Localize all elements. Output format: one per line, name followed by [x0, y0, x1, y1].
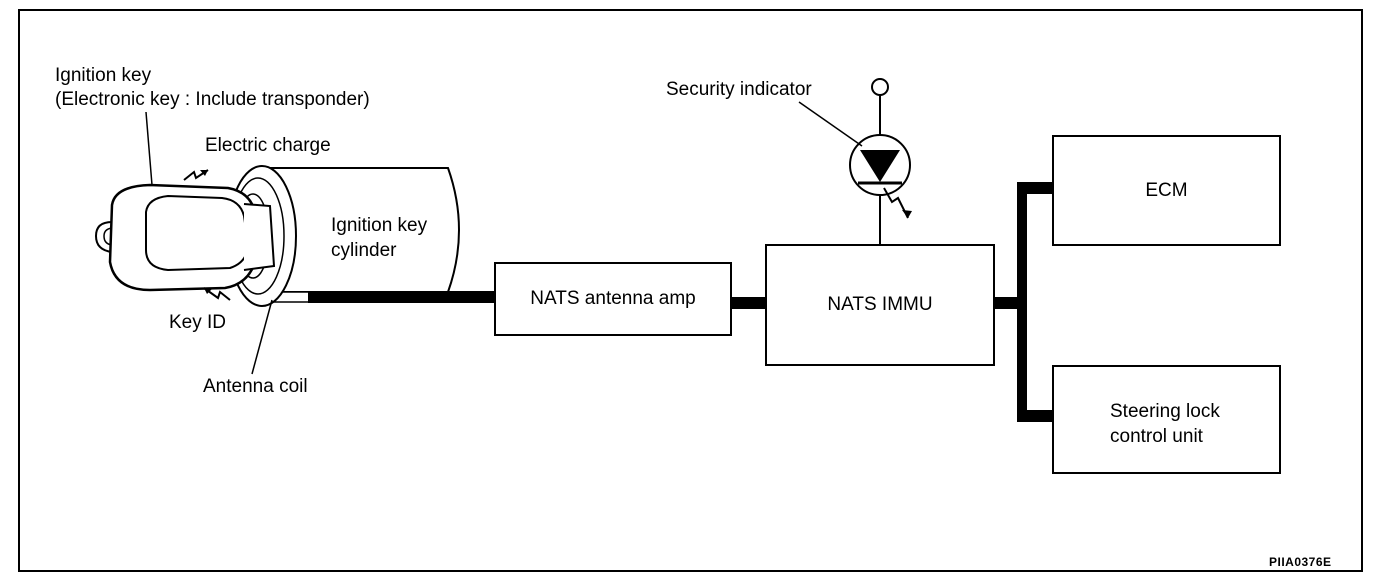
security-indicator-icon	[849, 78, 912, 245]
security-indicator-leader	[798, 101, 863, 147]
nats-antenna-amp-text: NATS antenna amp	[530, 288, 696, 309]
nats-immu-text: NATS IMMU	[827, 294, 933, 315]
key-cylinder-sublabel: cylinder	[331, 240, 397, 261]
harness-wiring	[308, 182, 1054, 422]
electric-charge-label: Electric charge	[205, 135, 331, 156]
steering-lock-subtext: control unit	[1110, 426, 1203, 447]
ecm-text: ECM	[1145, 179, 1188, 201]
key-id-label: Key ID	[169, 312, 227, 333]
electric-charge-icon	[183, 169, 209, 181]
ignition-key-label: Ignition key	[55, 65, 152, 86]
ecm-block	[1052, 135, 1281, 246]
key-id-signal-icon	[203, 287, 231, 301]
reference-code: PIIA0376E	[1269, 555, 1332, 569]
ignition-key-leader	[145, 111, 153, 186]
key-cylinder-label: Ignition key	[331, 215, 428, 236]
nats-antenna-amp-block	[494, 262, 732, 336]
security-indicator-label: Security indicator	[666, 79, 812, 100]
steering-lock-text: Steering lock	[1110, 401, 1220, 422]
steering-lock-block	[1052, 365, 1281, 474]
ignition-key-sublabel: (Electronic key : Include transponder)	[55, 89, 370, 110]
ignition-key-icon	[94, 183, 276, 292]
antenna-coil-label: Antenna coil	[203, 376, 308, 397]
antenna-coil-leader	[251, 299, 273, 375]
diagram-frame	[18, 9, 1363, 572]
nats-immu-block	[765, 244, 995, 366]
